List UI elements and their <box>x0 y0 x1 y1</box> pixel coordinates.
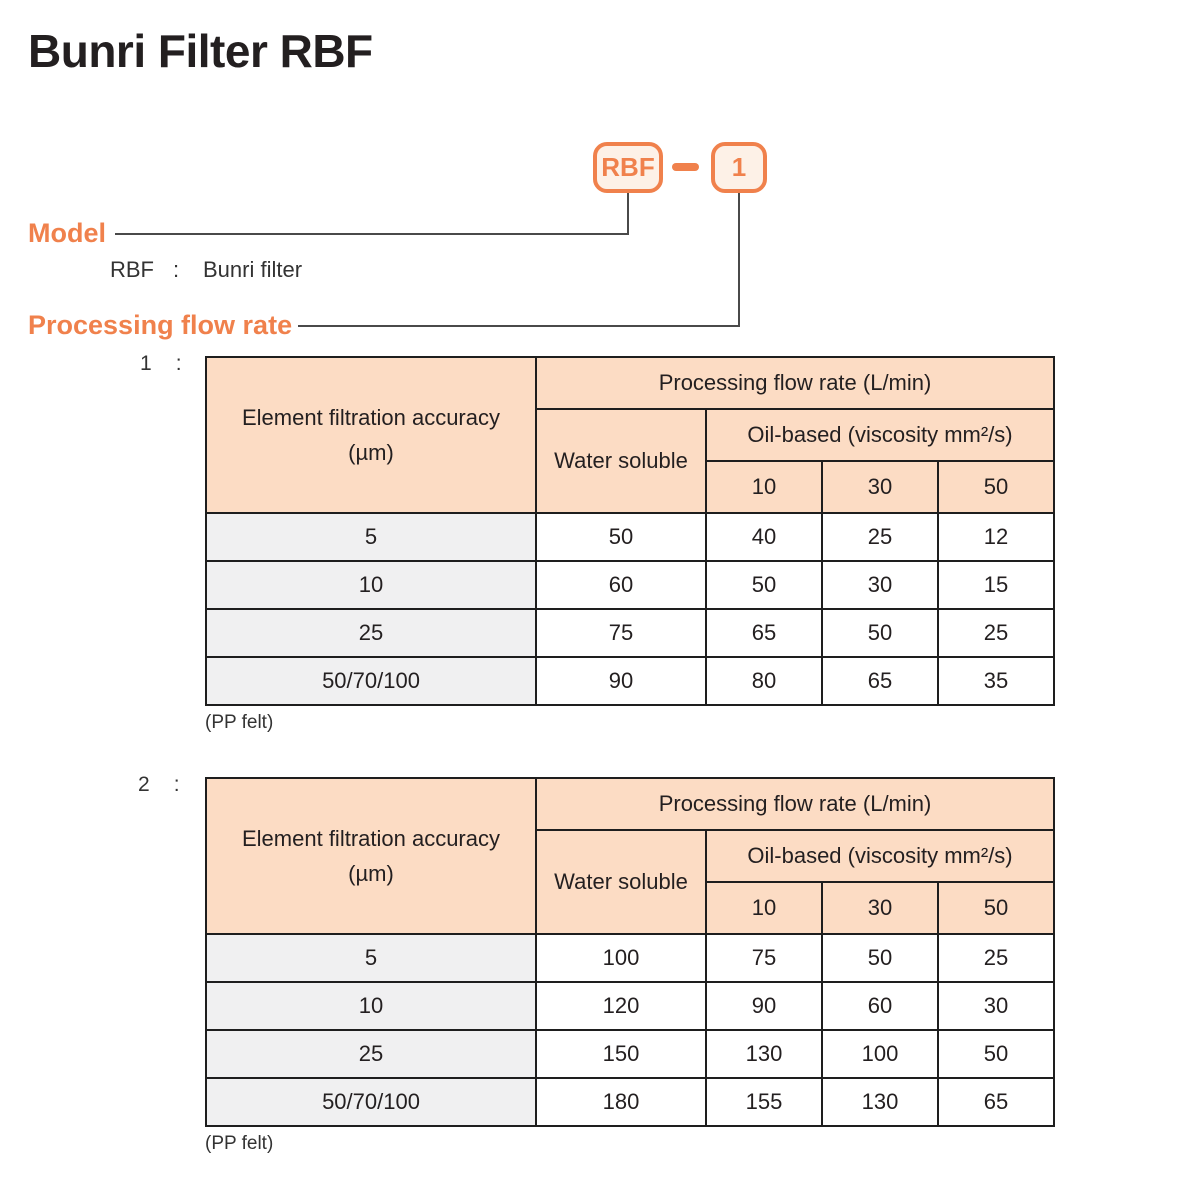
model-connector-line-horizontal <box>115 233 629 235</box>
oil-value-cell: 30 <box>821 560 939 610</box>
oil-value-cell: 65 <box>705 608 823 658</box>
model-description-text: Bunri filter <box>203 257 303 282</box>
oil-value-cell: 75 <box>705 933 823 983</box>
accuracy-cell: 5 <box>205 512 537 562</box>
viscosity-header-cell: 50 <box>936 881 1056 935</box>
oil-value-cell: 12 <box>936 512 1056 562</box>
accuracy-cell: 50/70/100 <box>205 656 537 706</box>
accuracy-cell: 10 <box>205 560 537 610</box>
viscosity-header-cell: 10 <box>705 881 823 935</box>
oil-value-cell: 25 <box>821 512 939 562</box>
table-1-index-colon: : <box>175 352 182 375</box>
flow-rate-header-cell: Processing flow rate (L/min) <box>534 777 1056 831</box>
oil-value-cell: 50 <box>936 1029 1056 1079</box>
oil-value-cell: 50 <box>821 608 939 658</box>
accuracy-cell: 25 <box>205 1029 537 1079</box>
oil-value-cell: 25 <box>936 933 1056 983</box>
flow-rate-table-2-wrap: Element filtration accuracy (µm)Processi… <box>205 777 1056 1127</box>
oil-value-cell: 35 <box>936 656 1056 706</box>
oil-value-cell: 40 <box>705 512 823 562</box>
oil-based-header-cell: Oil-based (viscosity mm²/s) <box>704 408 1056 462</box>
oil-value-cell: 50 <box>705 560 823 610</box>
water-soluble-header-cell: Water soluble <box>535 408 707 514</box>
oil-value-cell: 80 <box>705 656 823 706</box>
flow-rate-table-1-wrap: Element filtration accuracy (µm)Processi… <box>205 356 1056 706</box>
flow-rate-section-label: Processing flow rate <box>28 310 293 340</box>
water-soluble-value-cell: 90 <box>535 656 707 706</box>
oil-value-cell: 130 <box>705 1029 823 1079</box>
oil-value-cell: 50 <box>821 933 939 983</box>
oil-value-cell: 65 <box>936 1077 1056 1127</box>
accuracy-header-cell: Element filtration accuracy (µm) <box>205 356 537 514</box>
accuracy-cell: 10 <box>205 981 537 1031</box>
accuracy-cell: 50/70/100 <box>205 1077 537 1127</box>
model-code-separator-dash <box>672 163 699 171</box>
flow-rate-connector-line-vertical <box>738 193 740 327</box>
model-connector-line-vertical <box>627 193 629 235</box>
water-soluble-value-cell: 50 <box>535 512 707 562</box>
model-code-text: RBF <box>110 257 154 282</box>
oil-value-cell: 15 <box>936 560 1056 610</box>
viscosity-header-cell: 50 <box>936 460 1056 514</box>
oil-based-header-cell: Oil-based (viscosity mm²/s) <box>704 829 1056 883</box>
water-soluble-value-cell: 75 <box>535 608 707 658</box>
accuracy-cell: 25 <box>205 608 537 658</box>
model-code-flow-rate-box: 1 <box>711 142 767 193</box>
flow-rate-table-1: Element filtration accuracy (µm)Processi… <box>205 356 1056 706</box>
oil-value-cell: 90 <box>705 981 823 1031</box>
water-soluble-value-cell: 180 <box>535 1077 707 1127</box>
oil-value-cell: 155 <box>705 1077 823 1127</box>
pp-felt-note-1: (PP felt) <box>205 712 274 733</box>
table-1-index-label: 1 : <box>140 352 182 376</box>
oil-value-cell: 100 <box>821 1029 939 1079</box>
table-2-index-number: 2 <box>138 773 150 796</box>
pp-felt-note-2: (PP felt) <box>205 1133 274 1154</box>
table-1-index-number: 1 <box>140 352 152 375</box>
table-2-index-colon: : <box>173 773 180 796</box>
viscosity-header-cell: 30 <box>821 881 939 935</box>
water-soluble-value-cell: 60 <box>535 560 707 610</box>
accuracy-cell: 5 <box>205 933 537 983</box>
water-soluble-value-cell: 120 <box>535 981 707 1031</box>
flow-rate-header-cell: Processing flow rate (L/min) <box>534 356 1056 410</box>
oil-value-cell: 30 <box>936 981 1056 1031</box>
water-soluble-header-cell: Water soluble <box>535 829 707 935</box>
flow-rate-table-2: Element filtration accuracy (µm)Processi… <box>205 777 1056 1127</box>
oil-value-cell: 60 <box>821 981 939 1031</box>
model-section-label: Model <box>28 218 106 248</box>
water-soluble-value-cell: 150 <box>535 1029 707 1079</box>
viscosity-header-cell: 10 <box>705 460 823 514</box>
model-description-row: RBF : Bunri filter <box>110 257 302 283</box>
page-title: Bunri Filter RBF <box>28 25 373 77</box>
oil-value-cell: 130 <box>821 1077 939 1127</box>
accuracy-header-cell: Element filtration accuracy (µm) <box>205 777 537 935</box>
oil-value-cell: 65 <box>821 656 939 706</box>
model-code-model-box: RBF <box>593 142 663 193</box>
flow-rate-connector-line-horizontal <box>298 325 740 327</box>
oil-value-cell: 25 <box>936 608 1056 658</box>
viscosity-header-cell: 30 <box>821 460 939 514</box>
model-colon: : <box>173 257 180 282</box>
water-soluble-value-cell: 100 <box>535 933 707 983</box>
table-2-index-label: 2 : <box>138 773 180 797</box>
